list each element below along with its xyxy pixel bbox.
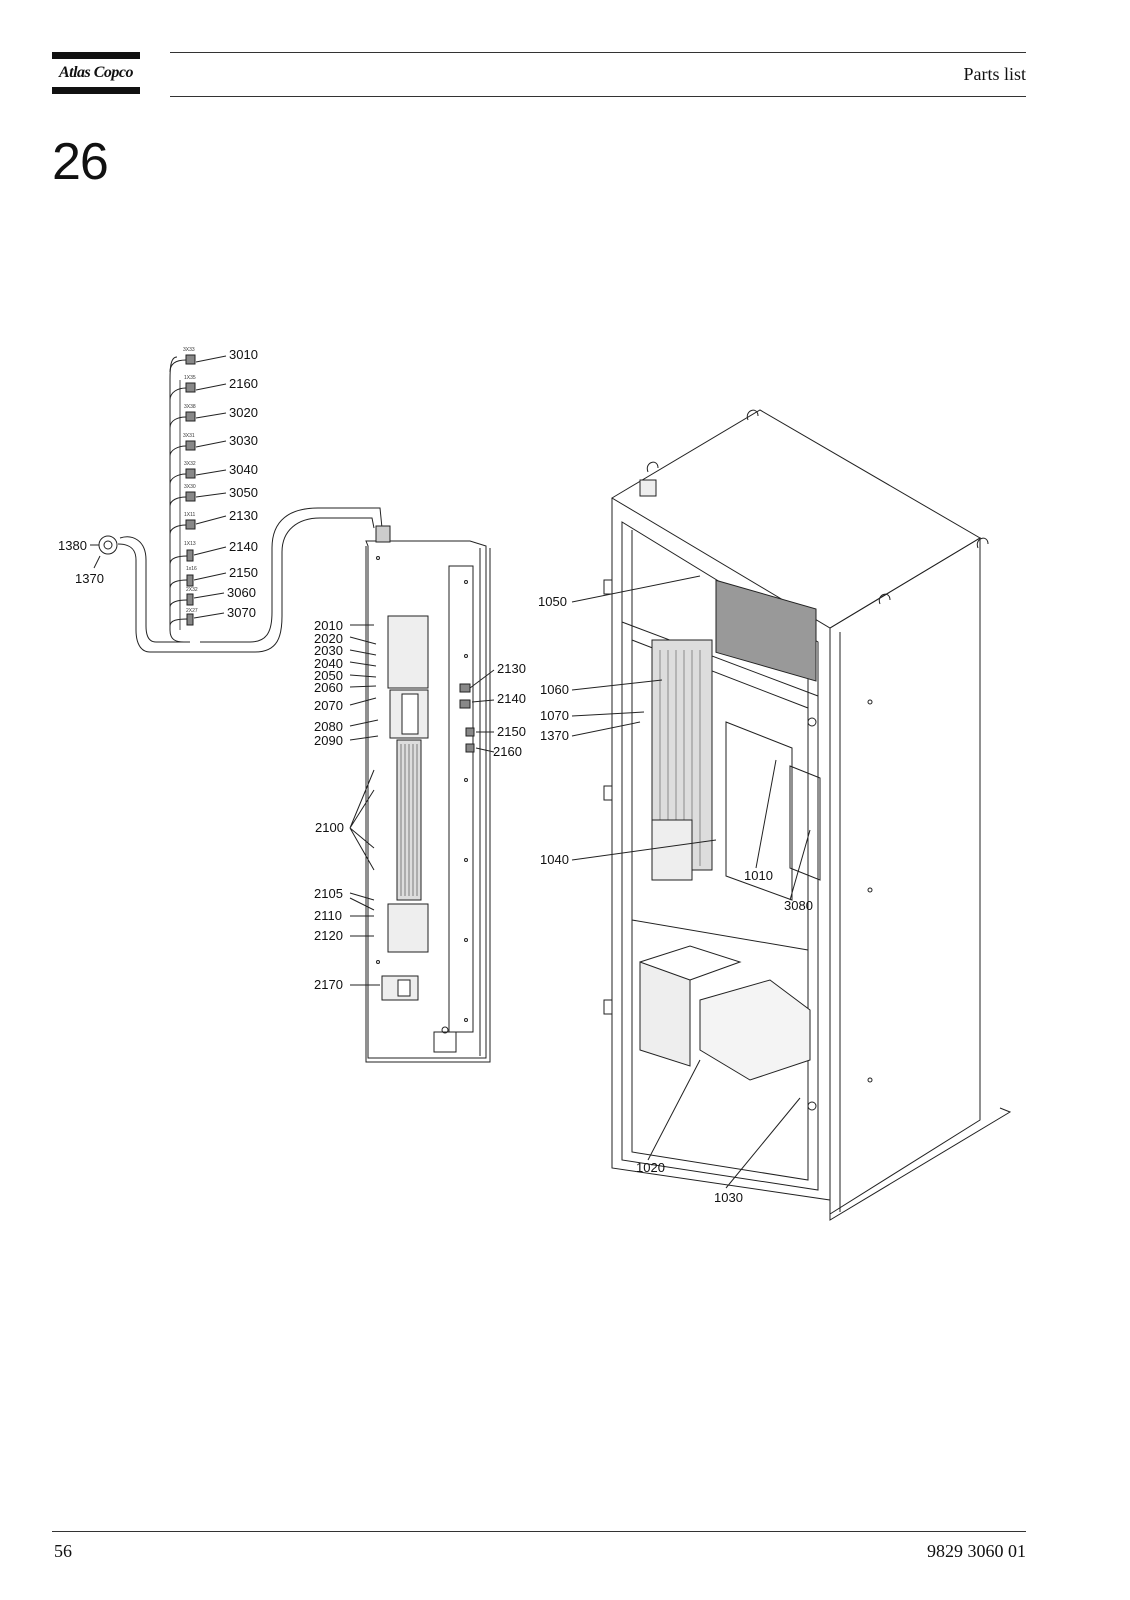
callout-1370: 1370 xyxy=(540,728,569,743)
callout-1040: 1040 xyxy=(540,852,569,867)
document-number: 9829 3060 01 xyxy=(927,1541,1026,1561)
connector-tag: 2X27 xyxy=(186,608,198,614)
connector-tag: 3X32 xyxy=(184,461,196,467)
callout-2110: 2110 xyxy=(314,908,342,923)
callout-1380: 1380 xyxy=(58,538,87,553)
cable-harness xyxy=(117,354,383,653)
callout-3070: 3070 xyxy=(227,605,256,620)
callout-2130: 2130 xyxy=(497,661,526,676)
callout-3010: 3010 xyxy=(229,347,258,362)
callout-2170: 2170 xyxy=(314,977,343,992)
connector-tag: 3X33 xyxy=(183,347,195,353)
callout-1050: 1050 xyxy=(538,594,567,609)
callout-1010: 1010 xyxy=(744,868,773,883)
callout-3040: 3040 xyxy=(229,462,258,477)
connector-tag: 3X31 xyxy=(183,433,195,439)
callout-2150: 2150 xyxy=(229,565,258,580)
callout-1020: 1020 xyxy=(636,1160,665,1175)
callout-2020: 2020 xyxy=(314,631,343,646)
component-panel xyxy=(349,525,495,1063)
callout-2010: 2010 xyxy=(314,618,343,633)
callout-2040: 2040 xyxy=(314,656,343,671)
connector-tag: 3X38 xyxy=(184,404,196,410)
callout-3060: 3060 xyxy=(227,585,256,600)
callout-2150: 2150 xyxy=(497,724,526,739)
header-bottom-rule xyxy=(170,96,1026,97)
atlas-copco-logo: Atlas Copco xyxy=(52,52,140,94)
callout-2030: 2030 xyxy=(314,643,343,658)
connector-tag: 3X30 xyxy=(184,484,196,490)
callout-1030: 1030 xyxy=(714,1190,743,1205)
footer-rule xyxy=(52,1531,1026,1532)
callout-2090: 2090 xyxy=(314,733,343,748)
logo-wordmark: Atlas Copco xyxy=(58,64,134,81)
connector-tag: 1X13 xyxy=(184,541,196,547)
callout-3020: 3020 xyxy=(229,405,258,420)
connector-tag: 2X32 xyxy=(186,587,198,593)
connector-tag: 1x16 xyxy=(186,566,197,572)
header-top-rule xyxy=(170,52,1026,53)
callout-2140: 2140 xyxy=(497,691,526,706)
callout-2080: 2080 xyxy=(314,719,343,734)
callout-2100: 2100 xyxy=(315,820,344,835)
callout-2060: 2060 xyxy=(314,680,343,695)
connector-designations: 3X33 1X35 3X38 3X31 3X32 3X30 1X11 1X13 … xyxy=(183,347,198,614)
page-number: 56 xyxy=(54,1541,72,1561)
section-number: 26 xyxy=(52,133,109,191)
callout-2120: 2120 xyxy=(314,928,343,943)
callout-1370: 1370 xyxy=(75,571,104,586)
logo-bottom-bar xyxy=(52,87,140,94)
callout-3030: 3030 xyxy=(229,433,258,448)
callout-1070: 1070 xyxy=(540,708,569,723)
callout-3050: 3050 xyxy=(229,485,258,500)
connector-tag: 1X11 xyxy=(184,512,196,518)
electrical-cabinet xyxy=(571,409,1012,1221)
callout-3080: 3080 xyxy=(784,898,813,913)
callout-2140: 2140 xyxy=(229,539,258,554)
callout-2050: 2050 xyxy=(314,668,343,683)
header-title: Parts list xyxy=(963,64,1026,84)
callout-2160: 2160 xyxy=(493,744,522,759)
callouts: 3010 2160 3020 3030 3040 3050 2130 2140 … xyxy=(58,347,813,1205)
callout-2105: 2105 xyxy=(314,886,343,901)
sensor-1380 xyxy=(90,535,118,569)
connector-tag: 1X35 xyxy=(184,375,196,381)
callout-2160: 2160 xyxy=(229,376,258,391)
callout-1060: 1060 xyxy=(540,682,569,697)
callout-2070: 2070 xyxy=(314,698,343,713)
callout-2130: 2130 xyxy=(229,508,258,523)
logo-top-bar xyxy=(52,52,140,59)
